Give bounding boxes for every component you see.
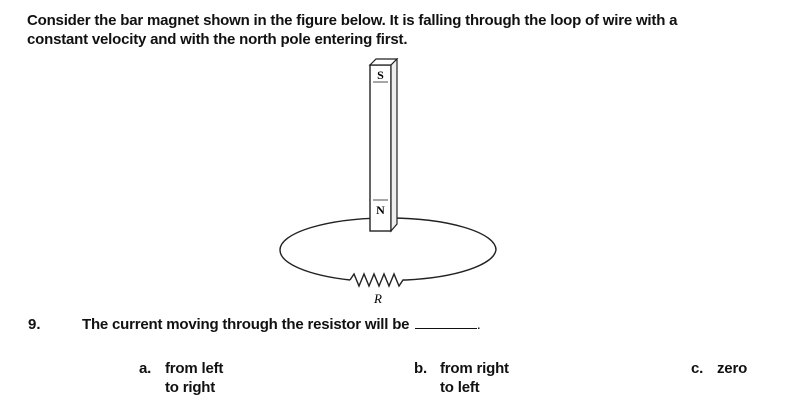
question-text: The current moving through the resistor … (82, 316, 410, 333)
wire-loop-front-left (279, 249, 351, 281)
wire-loop-front-right (405, 249, 497, 281)
option-c[interactable]: c. zero (691, 359, 747, 378)
option-a[interactable]: a. from left to right (139, 359, 223, 397)
option-a-line-2: to right (165, 379, 216, 396)
north-pole-label: N (376, 203, 385, 217)
resistor-zigzag (349, 272, 406, 288)
option-c-letter: c. (691, 360, 704, 377)
option-a-line-1: from left (165, 360, 224, 377)
option-b-line-2: to left (440, 379, 480, 396)
question-text-block: The current moving through the resistor … (82, 316, 480, 333)
bar-magnet: S N (368, 58, 399, 233)
option-a-text: from left to right (165, 359, 223, 397)
answer-blank[interactable] (415, 316, 478, 329)
option-b-line-1: from right (440, 360, 509, 377)
problem-statement: Consider the bar magnet shown in the fig… (27, 11, 777, 49)
south-pole-label: S (377, 68, 384, 82)
question-end: . (477, 321, 480, 332)
option-b[interactable]: b. from right to left (414, 359, 509, 397)
problem-statement-line-2: constant velocity and with the north pol… (27, 31, 408, 48)
option-b-text: from right to left (440, 359, 509, 397)
magnet-loop-figure: S N R (279, 58, 497, 306)
option-c-text: zero (717, 359, 747, 378)
resistor-label: R (373, 291, 382, 306)
magnet-side-face (390, 58, 398, 233)
question-number: 9. (28, 316, 41, 333)
option-c-line-1: zero (717, 360, 748, 377)
option-b-letter: b. (414, 360, 427, 377)
option-a-letter: a. (139, 360, 152, 377)
problem-statement-line-1: Consider the bar magnet shown in the fig… (27, 12, 678, 29)
